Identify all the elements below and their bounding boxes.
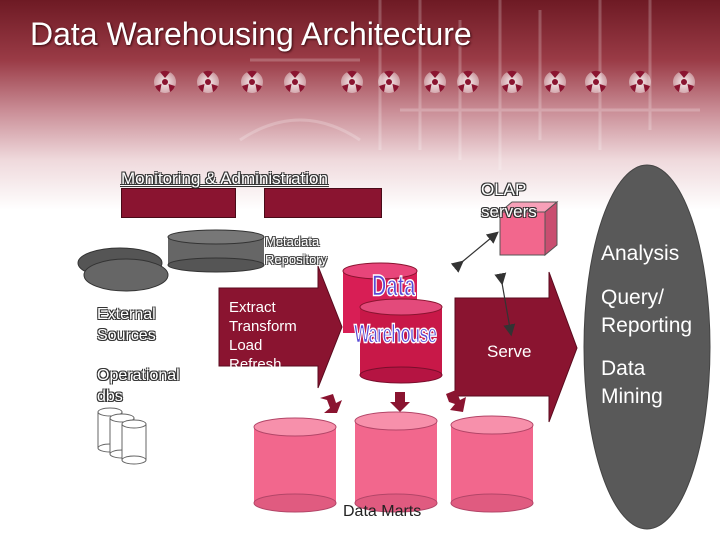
- mining-line-1: Data: [601, 357, 646, 380]
- monitoring-box-right: [264, 188, 382, 218]
- query-reporting-label: Query/ Reporting: [601, 284, 692, 340]
- data-marts-label: Data Marts: [343, 503, 422, 520]
- olap-server-cube: [498, 200, 559, 257]
- olap-line-2: servers: [481, 202, 537, 221]
- data-mining-label: Data Mining: [601, 355, 663, 411]
- data-mart-cylinder-2: [354, 411, 438, 513]
- olap-servers-label: OLAP servers: [481, 179, 537, 223]
- warehouse-word-warehouse: Warehouse: [353, 319, 437, 349]
- operational-dbs-label: Operational dbs: [97, 365, 180, 407]
- metadata-repository-label: Metadata Repository: [265, 233, 327, 269]
- external-sources-label: External Sources: [97, 304, 156, 346]
- analysis-oval: [583, 164, 711, 530]
- radiation-icons: [154, 70, 695, 93]
- serve-arrow: [454, 271, 578, 423]
- etl-label: Extract Transform Load Refresh: [229, 298, 297, 374]
- mart-arrow-left: [320, 394, 342, 413]
- olap-line-1: OLAP: [481, 180, 527, 199]
- serve-label: Serve: [487, 342, 532, 361]
- etl-line-3: Load: [229, 337, 263, 354]
- analysis-label: Analysis: [601, 242, 680, 265]
- operational-line-1: Operational: [97, 367, 180, 384]
- operational-dbs-cylinders: [97, 407, 147, 465]
- monitoring-label: Monitoring & Administration: [121, 169, 328, 188]
- mart-arrow-middle: [390, 392, 410, 412]
- etl-arrow: [218, 265, 343, 389]
- data-mart-cylinder-1: [253, 417, 337, 513]
- external-sources-disks: [77, 247, 169, 292]
- metadata-line-2: Repository: [265, 252, 328, 267]
- external-line-2: Sources: [97, 327, 156, 344]
- metadata-line-1: Metadata: [265, 234, 320, 249]
- warehouse-olap-connector: [450, 231, 499, 273]
- warehouse-word-data: Data: [371, 269, 416, 304]
- etl-line-1: Extract: [229, 299, 276, 316]
- olap-serve-connector: [494, 272, 516, 337]
- mart-arrow-right: [446, 390, 466, 412]
- etl-line-2: Transform: [229, 318, 297, 335]
- query-line-1: Query/: [601, 286, 665, 309]
- query-line-2: Reporting: [601, 314, 693, 337]
- mining-line-2: Mining: [601, 385, 663, 408]
- monitoring-box-left: [121, 188, 236, 218]
- operational-line-2: dbs: [97, 388, 123, 405]
- slide-title: Data Warehousing Architecture: [30, 16, 472, 52]
- etl-line-4: Refresh: [229, 356, 282, 373]
- external-line-1: External: [97, 306, 156, 323]
- data-mart-cylinder-3: [450, 415, 534, 513]
- metadata-repository-cylinder: [167, 229, 265, 273]
- data-warehouse-cylinders: [342, 262, 443, 384]
